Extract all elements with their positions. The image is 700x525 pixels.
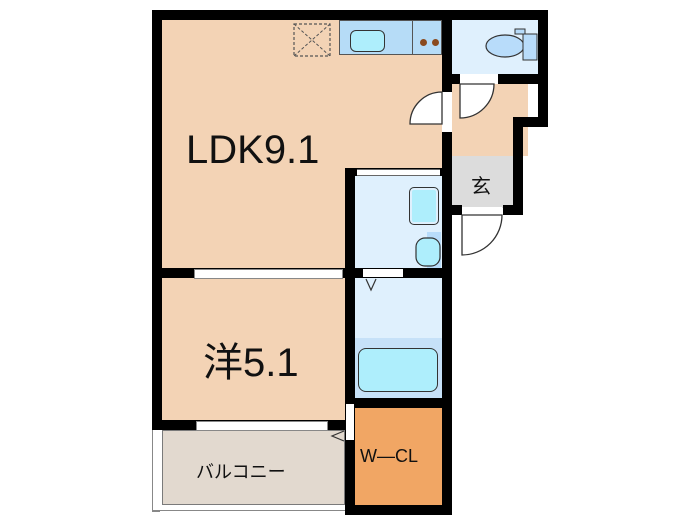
refrigerator-space-icon xyxy=(293,23,331,57)
wcl-label: W—CL xyxy=(360,446,418,466)
toilet-icon xyxy=(485,28,538,61)
entrance-door-arc-icon xyxy=(461,214,503,256)
genkan-area xyxy=(452,156,513,208)
washroom-top-opening xyxy=(357,169,440,176)
stove-burner-icon xyxy=(420,39,427,46)
wall-outer-left xyxy=(152,10,162,430)
western-room-label: 洋5.1 xyxy=(203,341,299,385)
window-western-balcony[interactable] xyxy=(196,421,328,431)
wall-bottom-closet xyxy=(345,505,452,515)
counter-divider xyxy=(412,20,413,55)
hall-ldk-door-opening[interactable] xyxy=(442,92,452,132)
kitchen-sink-icon xyxy=(350,30,385,52)
entrance-door-opening[interactable] xyxy=(462,207,502,215)
step-marker-icon xyxy=(330,430,345,442)
closet-door-opening[interactable] xyxy=(346,404,354,440)
balcony-rail xyxy=(152,422,160,512)
stove-burner-icon xyxy=(432,39,439,46)
wall-genkan-left-bottom xyxy=(442,205,462,215)
toilet-door-opening[interactable] xyxy=(460,74,498,84)
wall-step xyxy=(528,117,548,127)
sliding-door-ldk-western[interactable] xyxy=(194,269,343,279)
bathtub-icon xyxy=(358,348,438,392)
wall-genkan-right xyxy=(513,117,523,215)
wall-washroom-left xyxy=(345,168,355,515)
genkan-label: 玄 xyxy=(471,176,491,198)
ldk-label: LDK9.1 xyxy=(186,128,320,172)
wall-right-column xyxy=(442,20,452,515)
toilet-door-arc-icon xyxy=(459,83,495,119)
western-room xyxy=(162,278,348,420)
balcony-label: バルコニー xyxy=(196,462,286,482)
wall-bath-bottom xyxy=(355,398,442,408)
ldk-door-arc-icon xyxy=(409,91,443,125)
balcony-rail-bottom xyxy=(152,505,348,511)
bath-door-opening[interactable] xyxy=(363,269,403,277)
washbasin-icon xyxy=(409,187,439,225)
step-marker-icon xyxy=(365,278,377,292)
wall-outer-top xyxy=(152,10,548,20)
wall-outer-right-top xyxy=(538,10,548,127)
washing-machine-icon xyxy=(415,232,441,268)
walk-in-closet xyxy=(355,408,442,505)
wall-genkan-bottom-right xyxy=(503,205,523,215)
